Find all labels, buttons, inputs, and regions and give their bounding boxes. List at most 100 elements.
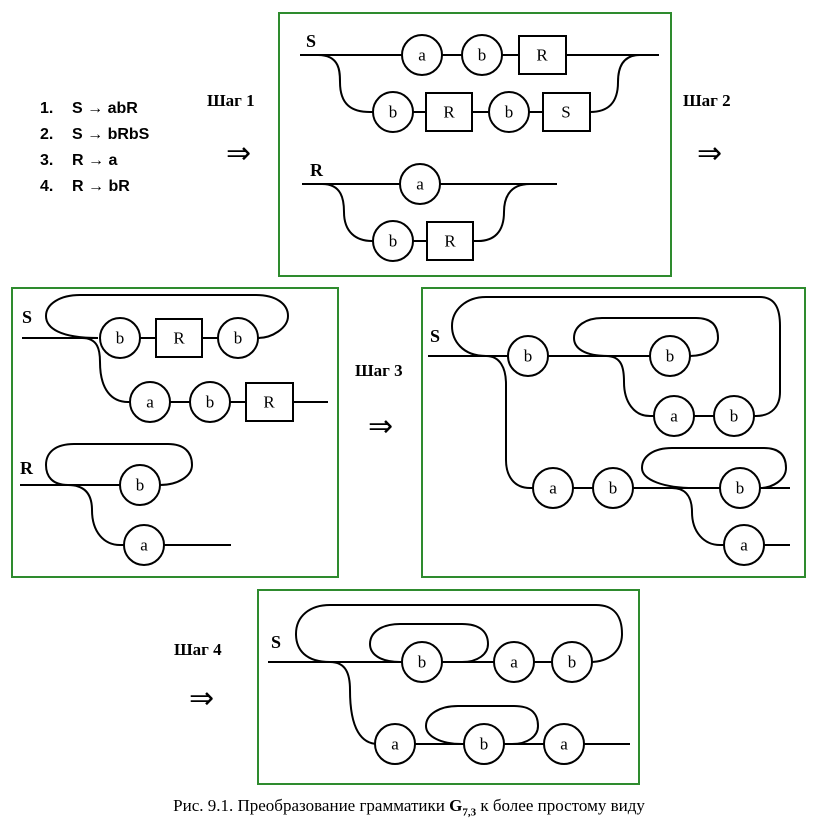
svg-text:R: R	[536, 46, 548, 65]
nonterminal-label-s: S	[22, 307, 32, 327]
rule-number-1: 1.	[40, 100, 53, 117]
rule-text-2: S → bRbS	[72, 126, 150, 143]
r-exit-path	[67, 484, 231, 546]
nonterminal-label-s: S	[271, 632, 281, 652]
svg-text:b: b	[389, 103, 398, 122]
svg-text:a: a	[670, 407, 678, 426]
panel-step-2	[11, 287, 339, 578]
terminal-b: b	[551, 641, 593, 683]
terminal-a: a	[493, 641, 535, 683]
terminal-b: b	[592, 467, 634, 509]
svg-text:b: b	[234, 329, 243, 348]
rule-text-4: R → bR	[72, 178, 130, 195]
s-inner-loop-upper	[368, 623, 490, 663]
terminal-b: b	[372, 91, 414, 133]
step-label-3: Шаг 3	[355, 361, 403, 380]
svg-text:a: a	[560, 735, 568, 754]
nonterminal-label-r: R	[310, 160, 324, 180]
terminal-a: a	[723, 524, 765, 566]
s-outer-loop	[450, 296, 781, 417]
nonterminal-r: R	[518, 35, 567, 75]
step-label-4: Шаг 4	[174, 640, 222, 659]
rule-number-2: 2.	[40, 126, 53, 143]
terminal-a: a	[123, 524, 165, 566]
syntax-diagram-r-step2: R b a	[20, 443, 231, 566]
nonterminal-label-r: R	[20, 458, 34, 478]
figure-caption: Рис. 9.1. Преобразование грамматики G7,3…	[0, 796, 818, 818]
panel-step-3	[421, 287, 806, 578]
svg-text:b: b	[736, 479, 745, 498]
terminal-a: a	[653, 395, 695, 437]
terminal-a: a	[129, 381, 171, 423]
svg-text:a: a	[416, 175, 424, 194]
terminal-b: b	[649, 335, 691, 377]
nonterminal-label-s: S	[430, 326, 440, 346]
rule-text-1: S → abR	[72, 100, 138, 117]
terminal-b: b	[463, 723, 505, 765]
svg-text:b: b	[524, 347, 533, 366]
svg-text:b: b	[418, 653, 427, 672]
rule-number-4: 4.	[40, 178, 53, 195]
r-alt-branch	[321, 183, 531, 242]
svg-text:a: a	[140, 536, 148, 555]
nonterminal-r: R	[426, 221, 474, 261]
svg-text:a: a	[510, 653, 518, 672]
step-label-1: Шаг 1	[207, 91, 255, 110]
implies-arrow-1: ⇒	[226, 136, 251, 171]
syntax-diagram-s-step2: S b R b a b R	[22, 294, 328, 423]
svg-text:b: b	[666, 347, 675, 366]
caption-grammar: G7,3	[449, 796, 477, 819]
terminal-b: b	[119, 464, 161, 506]
rule-text-3: R → a	[72, 152, 117, 169]
svg-text:b: b	[609, 479, 618, 498]
svg-text:a: a	[146, 393, 154, 412]
syntax-diagram-s-step4: S b a b a b a	[268, 604, 630, 765]
s-inner-loop	[572, 317, 720, 357]
caption-grammar-sub: 7,3	[462, 806, 477, 819]
svg-text:R: R	[173, 329, 185, 348]
s-outer-loop	[294, 604, 624, 663]
terminal-a: a	[532, 467, 574, 509]
svg-text:a: a	[549, 479, 557, 498]
svg-text:b: b	[505, 103, 514, 122]
terminal-a: a	[543, 723, 585, 765]
svg-text:b: b	[206, 393, 215, 412]
r-loop-arc	[44, 443, 194, 486]
terminal-b: b	[372, 220, 414, 262]
nonterminal-r: R	[245, 382, 294, 422]
svg-text:S: S	[561, 103, 570, 122]
terminal-a: a	[399, 163, 441, 205]
terminal-b: b	[401, 641, 443, 683]
terminal-b: b	[713, 395, 755, 437]
nonterminal-s: S	[542, 92, 591, 132]
terminal-b: b	[507, 335, 549, 377]
terminal-b: b	[189, 381, 231, 423]
svg-text:a: a	[391, 735, 399, 754]
terminal-a: a	[401, 34, 443, 76]
step-label-2: Шаг 2	[683, 91, 731, 110]
caption-suffix: к более простому виду	[476, 796, 645, 815]
svg-text:b: b	[568, 653, 577, 672]
svg-text:R: R	[263, 393, 275, 412]
terminal-b: b	[461, 34, 503, 76]
svg-text:b: b	[116, 329, 125, 348]
nonterminal-r: R	[425, 92, 473, 132]
terminal-b: b	[217, 317, 259, 359]
s-exit-path	[485, 355, 790, 489]
nonterminal-r: R	[155, 318, 203, 358]
s-exit-path	[329, 661, 630, 745]
implies-arrow-3: ⇒	[368, 409, 393, 444]
syntax-diagram-s-step3: S b b a b a b b a	[428, 296, 790, 566]
terminal-a: a	[374, 723, 416, 765]
s-alt-branch	[317, 54, 641, 113]
panel-step-1	[278, 12, 672, 277]
svg-text:b: b	[389, 232, 398, 251]
syntax-diagram-s-step1: S a b R b R b S	[300, 31, 659, 133]
svg-text:b: b	[478, 46, 487, 65]
syntax-diagram-r-step1: R a b R	[302, 160, 557, 262]
svg-text:b: b	[730, 407, 739, 426]
s-lower-loop	[640, 447, 788, 489]
s-ab-branch	[605, 355, 736, 417]
implies-arrow-2: ⇒	[697, 136, 722, 171]
